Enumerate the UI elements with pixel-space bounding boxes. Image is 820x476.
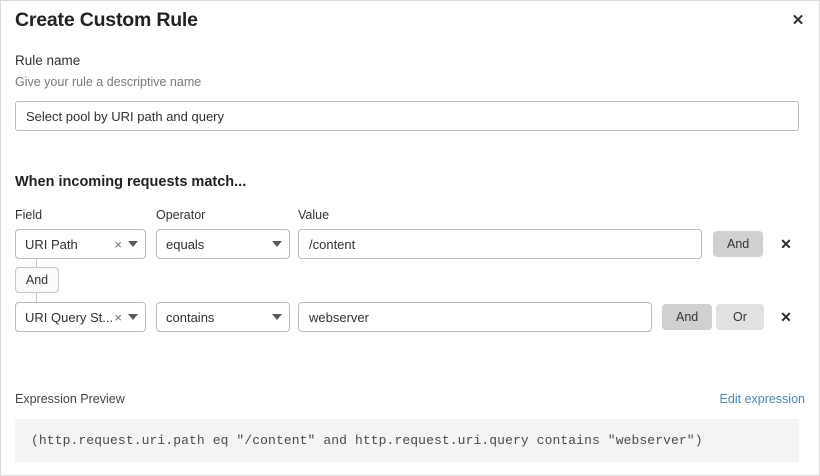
rule-name-help-text: Give your rule a descriptive name — [15, 75, 202, 89]
page-title: Create Custom Rule — [15, 9, 198, 31]
operator-select-2[interactable]: contains — [156, 302, 290, 332]
value-input-1[interactable] — [298, 229, 702, 259]
expression-preview-code: (http.request.uri.path eq "/content" and… — [31, 433, 703, 448]
chevron-down-icon[interactable] — [271, 314, 289, 320]
connector-and-chip[interactable]: And — [15, 267, 59, 293]
expression-preview-box: (http.request.uri.path eq "/content" and… — [15, 419, 799, 462]
field-select-1[interactable]: URI Path × — [15, 229, 146, 259]
connector-line-bottom — [36, 293, 37, 302]
chevron-down-icon[interactable] — [127, 314, 145, 320]
condition-row: URI Path × equals And ✕ — [1, 229, 819, 259]
field-select-1-value: URI Path — [25, 236, 78, 252]
clear-icon[interactable]: × — [114, 236, 122, 252]
field-select-2-value: URI Query St... — [25, 309, 113, 325]
column-header-value: Value — [298, 208, 330, 222]
connector-line-top — [36, 259, 37, 267]
logic-and-button-1[interactable]: And — [713, 231, 764, 257]
operator-select-1-value: equals — [166, 236, 205, 252]
delete-condition-icon-2[interactable]: ✕ — [773, 303, 799, 331]
rule-name-input[interactable] — [15, 101, 799, 131]
column-header-field: Field — [15, 208, 43, 222]
clear-icon[interactable]: × — [114, 309, 122, 325]
column-header-operator: Operator — [156, 208, 206, 222]
logic-and-button-2[interactable]: And — [662, 304, 713, 330]
rule-name-label: Rule name — [15, 53, 81, 68]
conditions-heading: When incoming requests match... — [15, 174, 247, 190]
value-input-2[interactable] — [298, 302, 652, 332]
close-icon[interactable]: ✕ — [785, 7, 811, 33]
expression-preview-label: Expression Preview — [15, 392, 125, 406]
delete-condition-icon-1[interactable]: ✕ — [773, 230, 799, 258]
condition-row: URI Query St... × contains And Or ✕ — [1, 302, 819, 332]
field-select-2[interactable]: URI Query St... × — [15, 302, 146, 332]
operator-select-1[interactable]: equals — [156, 229, 290, 259]
logic-or-button-2[interactable]: Or — [716, 304, 764, 330]
chevron-down-icon[interactable] — [271, 241, 289, 247]
edit-expression-link[interactable]: Edit expression — [719, 392, 805, 406]
operator-select-2-value: contains — [166, 309, 215, 325]
chevron-down-icon[interactable] — [127, 241, 145, 247]
row-connector: And — [15, 259, 59, 302]
